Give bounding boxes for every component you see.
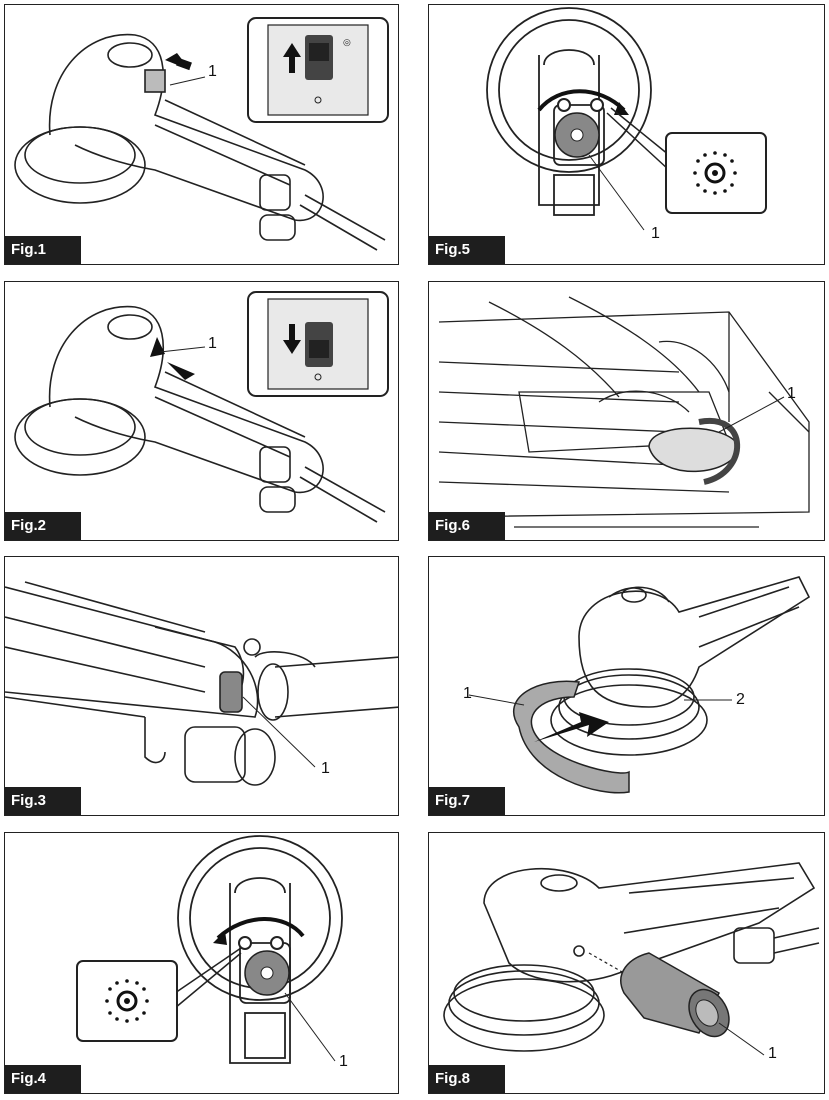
sander-lock-off-illustration — [14, 291, 389, 523]
figure-5: 1 Fig.5 — [428, 4, 825, 265]
callout-1: 1 — [321, 760, 330, 777]
sander-lock-on-illustration: ◎ — [14, 17, 389, 251]
figure-7: 1 2 Fig.7 — [428, 556, 825, 816]
figure-2: 1 Fig.2 — [4, 281, 399, 541]
fig-8-label: Fig.8 — [429, 1065, 505, 1093]
fig-6-label: Fig.6 — [429, 512, 505, 540]
callout-2: 2 — [736, 691, 745, 708]
fig-3-label: Fig.3 — [5, 787, 81, 815]
pad-guard-illustration — [468, 576, 811, 794]
callout-1: 1 — [463, 685, 472, 702]
callout-1: 1 — [208, 335, 217, 352]
sanding-box-interior-illustration — [438, 296, 810, 528]
fig-5-label: Fig.5 — [429, 236, 505, 264]
callout-1: 1 — [768, 1045, 777, 1062]
fig-1-label: Fig.1 — [5, 236, 81, 264]
callout-1: 1 — [787, 385, 796, 402]
fig-2-label: Fig.2 — [5, 512, 81, 540]
fig-7-label: Fig.7 — [429, 787, 505, 815]
figure-8: 1 Fig.8 — [428, 832, 825, 1094]
callout-1: 1 — [651, 225, 660, 242]
svg-text:◎: ◎ — [343, 37, 351, 47]
fig-4-label: Fig.4 — [5, 1065, 81, 1093]
figure-3: 1 Fig.3 — [4, 556, 399, 816]
figure-4: 1 Fig.4 — [4, 832, 399, 1094]
dust-port-illustration — [5, 581, 398, 786]
wheel-speed-high-illustration — [486, 7, 767, 231]
callout-1: 1 — [339, 1053, 348, 1070]
side-handle-illustration — [443, 862, 820, 1056]
wheel-speed-low-illustration — [76, 835, 343, 1064]
figure-1: ◎ 1 Fig.1 — [4, 4, 399, 265]
callout-1: 1 — [208, 63, 217, 80]
figure-6: 1 Fig.6 — [428, 281, 825, 541]
